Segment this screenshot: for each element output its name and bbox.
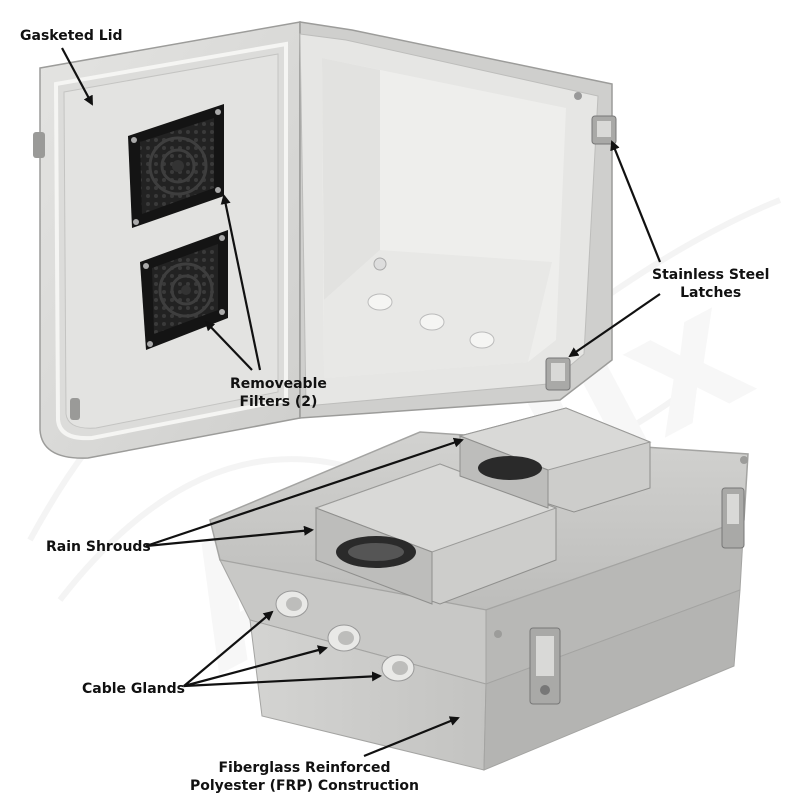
callout-frp-construction: Fiberglass Reinforced Polyester (FRP) Co…	[190, 759, 419, 795]
cable-gland-2-icon	[327, 624, 361, 652]
gasketed-lid	[33, 21, 301, 459]
arrow-shroud-right	[145, 437, 464, 548]
stainless-latch-front-icon	[529, 627, 561, 705]
cable-gland-3-icon	[381, 654, 415, 682]
arrow-gland-3	[183, 671, 382, 688]
callout-cable-glands-text: Cable Glands	[82, 681, 185, 697]
arrow-filter-upper	[220, 194, 262, 371]
arrow-frp	[363, 716, 460, 758]
callout-cable-glands: Cable Glands	[82, 680, 185, 698]
cable-gland-1-icon	[275, 590, 309, 618]
callout-frp-line2: Polyester (FRP) Construction	[190, 778, 420, 794]
callout-rain-shrouds: Rain Shrouds	[46, 538, 151, 556]
callout-removeable-filters: Removeable Filters (2)	[230, 375, 327, 411]
arrow-gland-2	[183, 645, 328, 688]
callout-rain-shrouds-text: Rain Shrouds	[46, 539, 151, 555]
callout-frp-line1: Fiberglass Reinforced	[218, 760, 391, 776]
enclosure-body-open	[299, 21, 613, 419]
removeable-filter-upper	[128, 104, 224, 228]
arrow-filter-lower	[204, 320, 253, 371]
stainless-latch-side-icon	[721, 487, 745, 549]
callout-filters-line1: Removeable	[230, 376, 327, 392]
removeable-filter-lower	[140, 230, 228, 350]
callout-filters-line2: Filters (2)	[239, 394, 318, 410]
callout-latches-line2: Latches	[680, 285, 742, 301]
arrow-latch-upper	[610, 140, 662, 263]
callout-stainless-latches: Stainless Steel Latches	[652, 266, 769, 302]
arrow-gland-1	[183, 610, 274, 687]
stainless-latch-upper-icon	[591, 115, 617, 145]
rain-shroud-right	[458, 407, 652, 513]
callout-gasketed-lid-text: Gasketed Lid	[20, 28, 123, 44]
hinge-icon	[70, 398, 80, 420]
arrow-gasketed-lid	[61, 47, 93, 106]
annotation-arrows	[61, 47, 662, 758]
arrow-shroud-left	[145, 525, 314, 548]
callout-gasketed-lid: Gasketed Lid	[20, 27, 123, 45]
hinge-icon	[33, 132, 45, 158]
arrow-latch-lower	[568, 293, 661, 358]
stainless-latch-lower-icon	[545, 357, 571, 391]
callout-latches-line1: Stainless Steel	[652, 267, 770, 283]
